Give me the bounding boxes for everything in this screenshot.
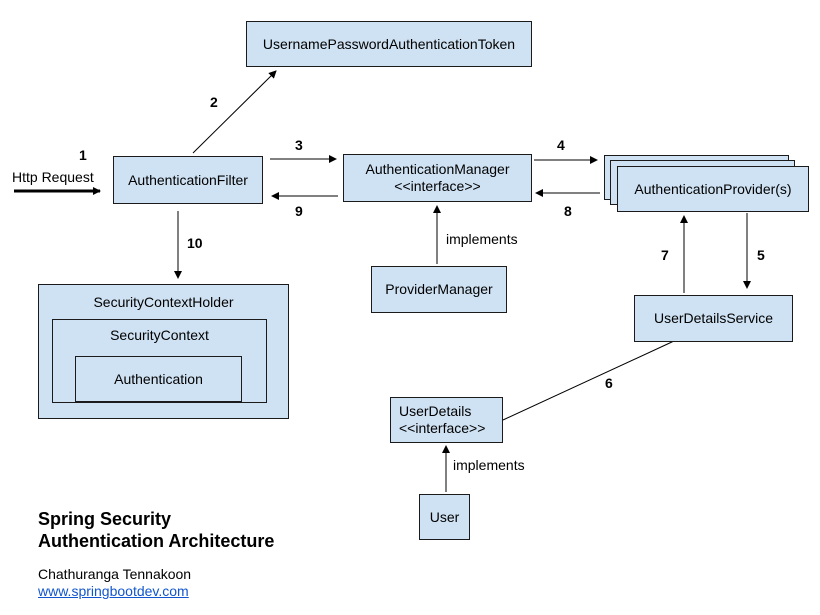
user-details-service-box: UserDetailsService <box>634 295 793 342</box>
authentication-label: Authentication <box>114 370 203 387</box>
line-step-6 <box>502 340 675 421</box>
step-6-label: 6 <box>605 375 613 391</box>
user-details-stereotype: <<interface>> <box>399 420 486 436</box>
implements-user-label: implements <box>453 457 525 473</box>
website-link[interactable]: www.springbootdev.com <box>38 583 189 599</box>
authentication-provider-box: AuthenticationProvider(s) <box>617 166 809 212</box>
diagram-title-line2: Authentication Architecture <box>38 531 275 551</box>
user-box: User <box>419 494 470 540</box>
diagram-title-line1: Spring Security <box>38 509 172 529</box>
user-details-box: UserDetails <<interface>> <box>390 397 503 443</box>
manager-label: AuthenticationManager <box>365 161 510 177</box>
step-4-label: 4 <box>557 137 565 153</box>
user-details-service-label: UserDetailsService <box>653 310 774 326</box>
username-password-token-box: UsernamePasswordAuthenticationToken <box>246 21 532 67</box>
user-details-label: UserDetails <box>399 403 472 419</box>
authentication-manager-box: AuthenticationManager <<interface>> <box>343 154 532 202</box>
authentication-filter-box: AuthenticationFilter <box>113 156 263 204</box>
step-5-label: 5 <box>757 247 765 263</box>
step-7-label: 7 <box>661 247 669 263</box>
user-label: User <box>429 508 460 525</box>
provider-manager-box: ProviderManager <box>371 266 507 313</box>
step-9-label: 9 <box>295 203 303 219</box>
provider-manager-label: ProviderManager <box>385 281 493 297</box>
context-label: SecurityContext <box>110 327 209 343</box>
step-3-label: 3 <box>295 137 303 153</box>
filter-label: AuthenticationFilter <box>128 171 248 188</box>
step-10-label: 10 <box>187 235 203 251</box>
step-8-label: 8 <box>564 203 572 219</box>
token-label: UsernamePasswordAuthenticationToken <box>262 35 516 52</box>
holder-label: SecurityContextHolder <box>93 294 234 310</box>
http-request-label: Http Request <box>12 169 94 185</box>
provider-label: AuthenticationProvider(s) <box>634 180 792 197</box>
arrow-step-2 <box>192 70 277 154</box>
manager-stereotype: <<interface>> <box>394 178 481 194</box>
authentication-box: Authentication <box>75 356 242 402</box>
author-name: Chathuranga Tennakoon <box>38 566 192 582</box>
implements-manager-label: implements <box>446 231 518 247</box>
step-1-label: 1 <box>79 147 87 163</box>
step-2-label: 2 <box>210 94 218 110</box>
